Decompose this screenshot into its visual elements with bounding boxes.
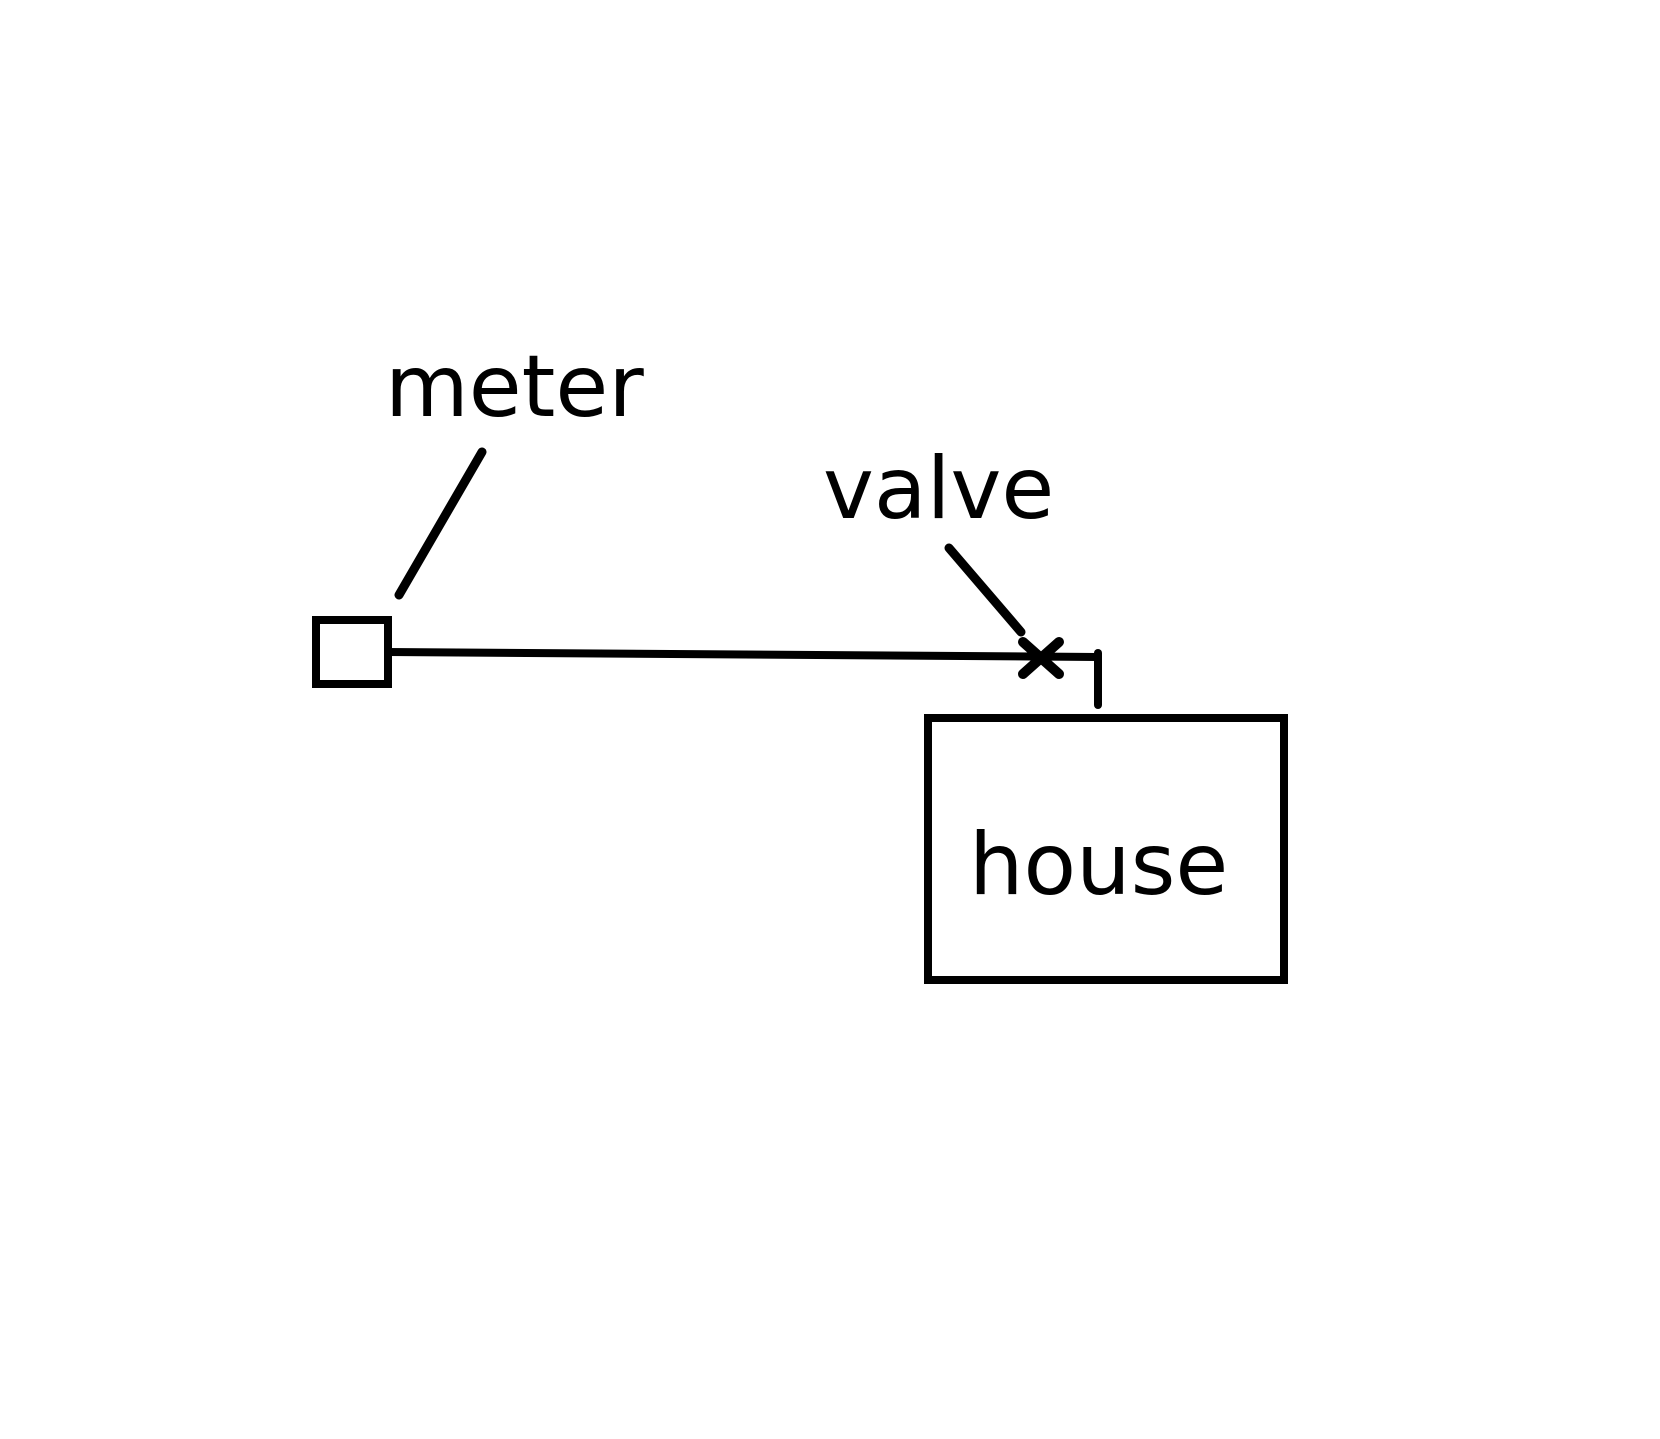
- house-box: [924, 714, 1288, 984]
- meter-box: [312, 616, 392, 688]
- valve-leader-line: [944, 543, 1026, 637]
- meter-label: meter: [385, 337, 644, 437]
- house-label: house: [969, 815, 1228, 915]
- valve-x-icon: [1018, 637, 1064, 679]
- meter-leader-line: [394, 447, 487, 600]
- supply-pipe: [384, 648, 1101, 661]
- valve-label: valve: [823, 439, 1054, 539]
